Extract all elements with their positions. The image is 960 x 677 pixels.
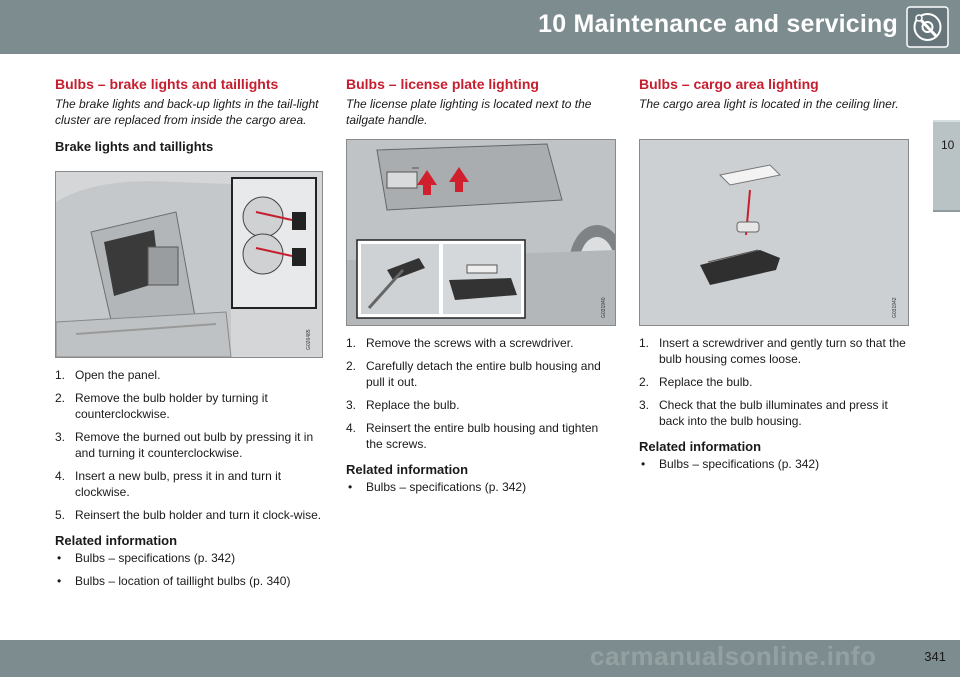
section-license-plate: Bulbs – license plate lighting The licen… xyxy=(346,76,616,128)
step-item: 3.Remove the burned out bulb by pressing… xyxy=(55,430,314,460)
figure-cargo-area: G031942 xyxy=(639,139,909,326)
chapter-title: 10 Maintenance and servicing xyxy=(538,10,898,38)
related-information-heading: Related information xyxy=(55,533,178,548)
step-item: 5.Reinsert the bulb holder and turn it c… xyxy=(55,508,322,522)
step-item: 4.Insert a new bulb, press it in and tur… xyxy=(55,469,282,499)
page-footer xyxy=(0,640,960,677)
steps-brake-lights: 1.Open the panel. 2.Remove the bulb hold… xyxy=(55,367,323,596)
page-number: 341 xyxy=(924,649,946,664)
section-intro: The brake lights and back-up lights in t… xyxy=(55,97,319,127)
step-item: 4.Reinsert the entire bulb housing and t… xyxy=(346,421,599,451)
step-item: 3.Check that the bulb illuminates and pr… xyxy=(639,398,888,428)
related-link[interactable]: •Bulbs – location of taillight bulbs (p.… xyxy=(57,574,291,588)
subheading: Brake lights and taillights xyxy=(55,139,214,154)
figure-license-plate: G031940 xyxy=(346,139,616,326)
section-intro: The license plate lighting is located ne… xyxy=(346,97,592,127)
figure-code: G026485 xyxy=(306,329,312,350)
page-header xyxy=(0,0,960,54)
related-link[interactable]: •Bulbs – specifications (p. 342) xyxy=(641,457,820,471)
step-item: 2.Replace the bulb. xyxy=(639,375,753,389)
step-item: 1.Remove the screws with a screwdriver. xyxy=(346,336,574,350)
chapter-tab[interactable] xyxy=(933,120,960,212)
step-item: 1.Open the panel. xyxy=(55,368,161,382)
related-link[interactable]: •Bulbs – specifications (p. 342) xyxy=(348,480,527,494)
steps-license-plate: 1.Remove the screws with a screwdriver. … xyxy=(346,335,616,502)
figure-brake-lights: G026485 xyxy=(55,171,323,358)
steps-cargo-area: 1.Insert a screwdriver and gently turn s… xyxy=(639,335,911,479)
related-information-heading: Related information xyxy=(639,439,762,454)
step-item: 3.Replace the bulb. xyxy=(346,398,460,412)
section-title: Bulbs – brake lights and taillights xyxy=(55,76,279,92)
figure-code: G031942 xyxy=(892,297,898,318)
watermark: carmanualsonline.info xyxy=(590,641,877,671)
related-information-heading: Related information xyxy=(346,462,469,477)
chapter-tab-number: 10 xyxy=(941,138,955,152)
section-title: Bulbs – license plate lighting xyxy=(346,76,539,92)
related-link[interactable]: •Bulbs – specifications (p. 342) xyxy=(57,551,236,565)
step-item: 2.Carefully detach the entire bulb housi… xyxy=(346,359,601,389)
section-cargo-area: Bulbs – cargo area lighting The cargo ar… xyxy=(639,76,911,112)
section-intro: The cargo area light is located in the c… xyxy=(639,97,899,111)
section-title: Bulbs – cargo area lighting xyxy=(639,76,819,92)
figure-code: G031940 xyxy=(601,297,607,318)
section-brake-lights: Bulbs – brake lights and taillights The … xyxy=(55,76,323,154)
step-item: 2.Remove the bulb holder by turning it c… xyxy=(55,391,268,421)
wrench-gear-icon xyxy=(906,6,949,48)
step-item: 1.Insert a screwdriver and gently turn s… xyxy=(639,336,906,366)
